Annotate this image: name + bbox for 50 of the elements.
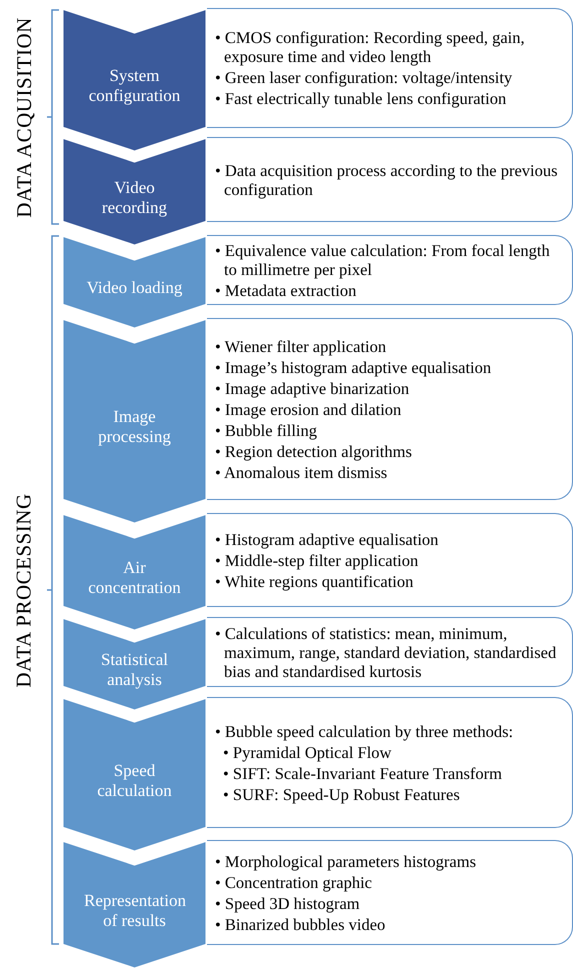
bullet-item: • Fast electrically tunable lens configuration <box>215 89 508 108</box>
bullet-item: • Metadata extraction <box>215 280 358 300</box>
bullet-item: • Green laser configuration: voltage/intensity <box>215 68 514 87</box>
bullet-item: • Equivalence value calculation: From focal length to millimetre per pixel <box>215 240 551 278</box>
bullet-item: • Data acquisition process according to the previous configuration <box>215 160 559 198</box>
chevron-step <box>62 235 207 329</box>
description-box <box>207 8 573 128</box>
chevron-step <box>62 697 207 852</box>
bullet-item: • White regions quantification <box>215 572 414 590</box>
step-label: Representation of results <box>84 890 185 930</box>
step-label: Speed calculation <box>96 760 173 800</box>
bullet-item: • Speed 3D histogram <box>215 894 361 912</box>
step-label: Video recording <box>100 178 168 218</box>
bullet-item: • CMOS configuration: Recording speed, gain, exposure time and video length <box>215 28 526 66</box>
bullet-item: • Middle-step filter application <box>215 550 420 570</box>
bullet-item: • Anomalous item dismiss <box>215 462 388 482</box>
bullet-item: • Bubble speed calculation by three methods: <box>215 722 514 740</box>
bullet-item: • SURF: Speed-Up Robust Features <box>223 784 461 804</box>
bullet-item: • Wiener filter application <box>215 336 388 356</box>
description-box <box>207 840 573 945</box>
bullet-item: • Bubble filling <box>215 420 318 440</box>
step-label: System configuration <box>88 66 182 106</box>
bullet-item: • Image adaptive binarization <box>215 378 410 398</box>
bullet-item: • Pyramidal Optical Flow <box>223 742 392 762</box>
group-label: DATA ACQUISITION <box>11 16 36 218</box>
description-box <box>207 137 573 222</box>
chevron-step <box>62 137 207 246</box>
chevron-step <box>62 513 207 631</box>
bullet-item: • Concentration graphic <box>215 872 373 892</box>
description-box <box>207 697 573 828</box>
bullet-item: • SIFT: Scale-Invariant Feature Transform <box>223 764 503 782</box>
bullet-item: • Calculations of statistics: mean, minimum, maximum, range, standard deviation, standardised bias and standardised kurtosis <box>215 624 558 680</box>
chevron-step <box>62 840 207 969</box>
description-box <box>207 513 573 607</box>
bullet-item: • Histogram adaptive equalisation <box>215 530 440 548</box>
step-label: Video loading <box>86 278 184 298</box>
bullet-item: • Binarized bubbles video <box>215 914 386 934</box>
description-box <box>207 318 573 500</box>
description-box <box>207 617 573 687</box>
bullet-item: • Region detection algorithms <box>215 442 413 460</box>
step-label: Statistical analysis <box>100 650 170 690</box>
chevron-step <box>62 617 207 711</box>
bullet-item: • Image’s histogram adaptive equalisation <box>215 358 492 376</box>
group-label: DATA PROCESSING <box>12 492 37 688</box>
step-label: Image processing <box>97 407 172 447</box>
chevron-step <box>62 8 207 152</box>
step-label: Air concentration <box>87 558 182 598</box>
bullet-item: • Image erosion and dilation <box>215 400 402 418</box>
bullet-item: • Morphological parameters histograms <box>215 852 478 870</box>
description-box <box>207 235 573 305</box>
